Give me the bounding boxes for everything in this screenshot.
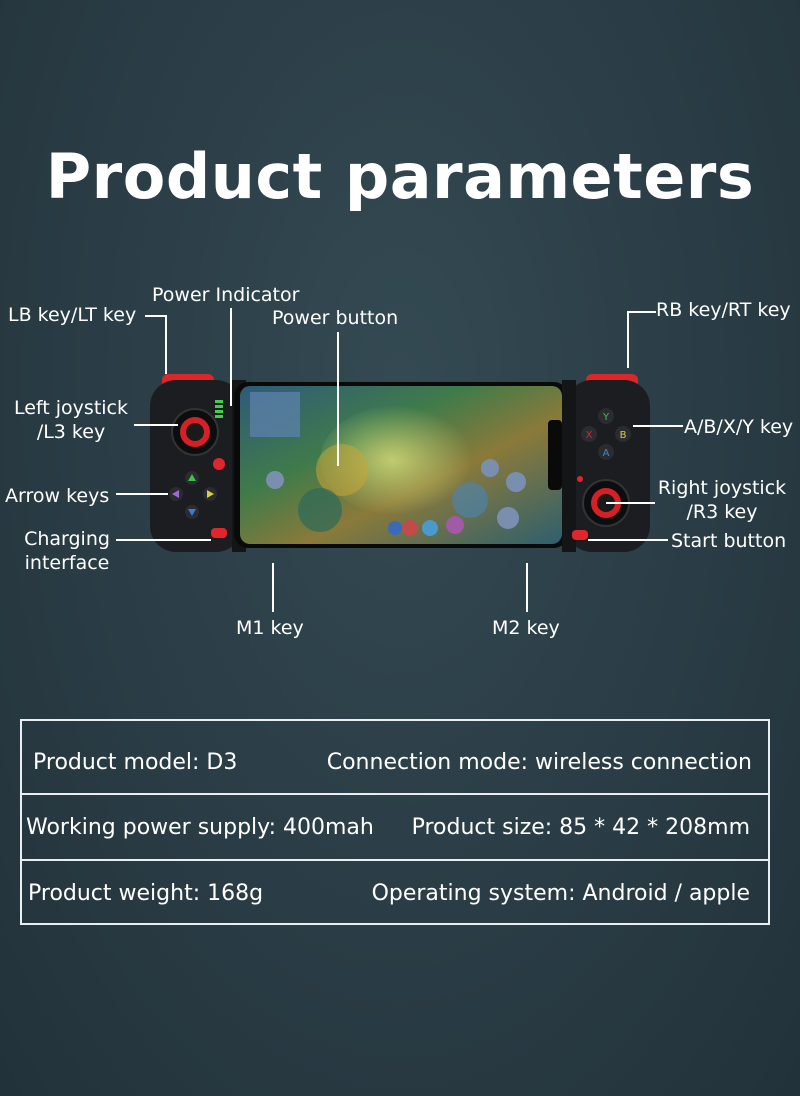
label-right-joystick: Right joystick /R3 key — [655, 476, 789, 524]
spec-connection-mode: Connection mode: wireless connection — [326, 750, 752, 775]
label-right-joystick-line1: Right joystick — [657, 477, 787, 499]
start-button[interactable] — [572, 530, 588, 540]
label-left-joystick-line1: Left joystick — [13, 397, 128, 419]
spec-power-supply: Working power supply: 400mah — [26, 815, 374, 840]
spec-product-size: Product size: 85 * 42 * 208mm — [411, 815, 750, 840]
left-joystick[interactable] — [171, 408, 219, 456]
phone — [234, 382, 568, 548]
label-charging-interface: Charging interface — [8, 527, 126, 575]
label-start-button: Start button — [671, 530, 787, 552]
home-button[interactable] — [213, 458, 225, 470]
label-charging-line2: interface — [24, 552, 110, 574]
svg-text:A: A — [603, 448, 610, 459]
right-grip: Y X B A — [562, 374, 650, 552]
label-m2-key: M2 key — [492, 617, 560, 639]
power-indicator-leds — [215, 400, 223, 418]
svg-text:Y: Y — [602, 412, 610, 423]
spec-row: Product model: D3 Connection mode: wirel… — [22, 721, 768, 793]
charging-port — [211, 528, 227, 538]
controller-diagram: Y X B A — [116, 308, 683, 612]
label-charging-line1: Charging — [24, 528, 110, 550]
svg-text:X: X — [586, 430, 593, 441]
spec-product-model: Product model: D3 — [33, 750, 238, 775]
label-lb-lt-key: LB key/LT key — [8, 304, 137, 326]
spec-table: Product model: D3 Connection mode: wirel… — [20, 719, 770, 925]
spec-row: Working power supply: 400mah Product siz… — [22, 793, 768, 859]
page-title: Product parameters — [45, 140, 755, 213]
left-grip — [150, 374, 246, 552]
callout-lines — [116, 308, 683, 612]
label-left-joystick: Left joystick /L3 key — [8, 396, 134, 444]
label-abxy-key: A/B/X/Y key — [684, 416, 794, 438]
label-right-joystick-line2: /R3 key — [686, 501, 758, 523]
label-arrow-keys: Arrow keys — [5, 485, 110, 507]
svg-text:B: B — [620, 430, 627, 441]
face-buttons[interactable]: Y X B A — [581, 408, 631, 460]
label-power-button: Power button — [272, 307, 399, 329]
label-left-joystick-line2: /L3 key — [36, 421, 106, 443]
label-rb-rt-key: RB key/RT key — [656, 299, 791, 321]
spec-operating-system: Operating system: Android / apple — [371, 881, 750, 906]
label-m1-key: M1 key — [236, 617, 304, 639]
spec-product-weight: Product weight: 168g — [28, 881, 264, 906]
arrow-keys[interactable] — [169, 471, 217, 519]
spec-row: Product weight: 168g Operating system: A… — [22, 859, 768, 925]
label-power-indicator: Power Indicator — [152, 284, 300, 306]
